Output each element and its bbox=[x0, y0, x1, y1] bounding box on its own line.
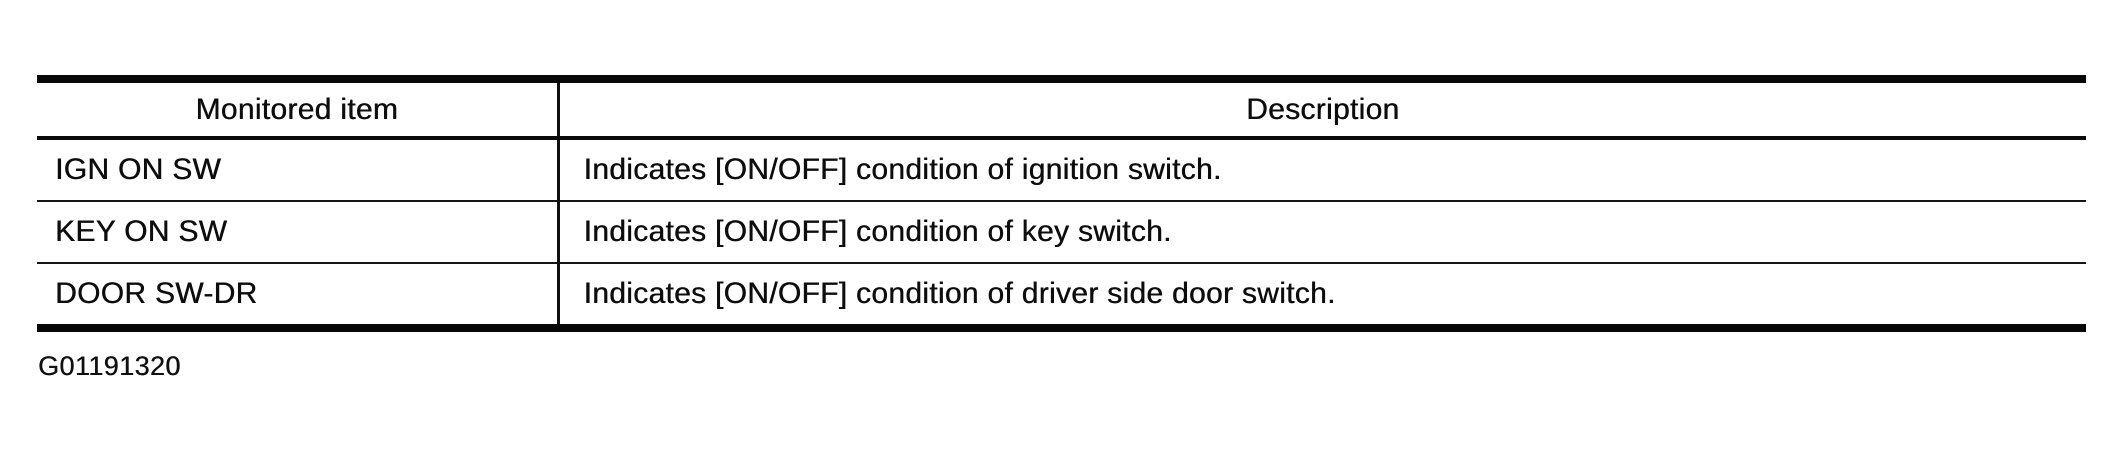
monitored-item-key-on-sw: KEY ON SW bbox=[37, 200, 560, 263]
figure-id-label: G01191320 bbox=[38, 351, 181, 381]
monitored-items-table: Monitored item Description IGN ON SW Ind… bbox=[37, 75, 2086, 332]
monitored-item-door-sw-dr: DOOR SW-DR bbox=[37, 262, 560, 328]
description-door-sw-dr: Indicates [ON/OFF] condition of driver s… bbox=[558, 262, 2086, 328]
column-header-monitored-item: Monitored item bbox=[37, 79, 560, 140]
table-row: DOOR SW-DR Indicates [ON/OFF] condition … bbox=[37, 262, 2086, 328]
monitored-item-ign-on-sw: IGN ON SW bbox=[37, 138, 560, 201]
description-ign-on-sw: Indicates [ON/OFF] condition of ignition… bbox=[583, 153, 1222, 186]
table-header-row: Monitored item Description bbox=[37, 79, 2086, 140]
description-key-on-sw: Indicates [ON/OFF] condition of key swit… bbox=[558, 200, 2086, 263]
column-header-description: Description bbox=[558, 79, 2086, 140]
table-row: KEY ON SW Indicates [ON/OFF] condition o… bbox=[37, 200, 2086, 263]
table-row: IGN ON SW Indicates [ON/OFF] condition o… bbox=[37, 138, 2086, 201]
